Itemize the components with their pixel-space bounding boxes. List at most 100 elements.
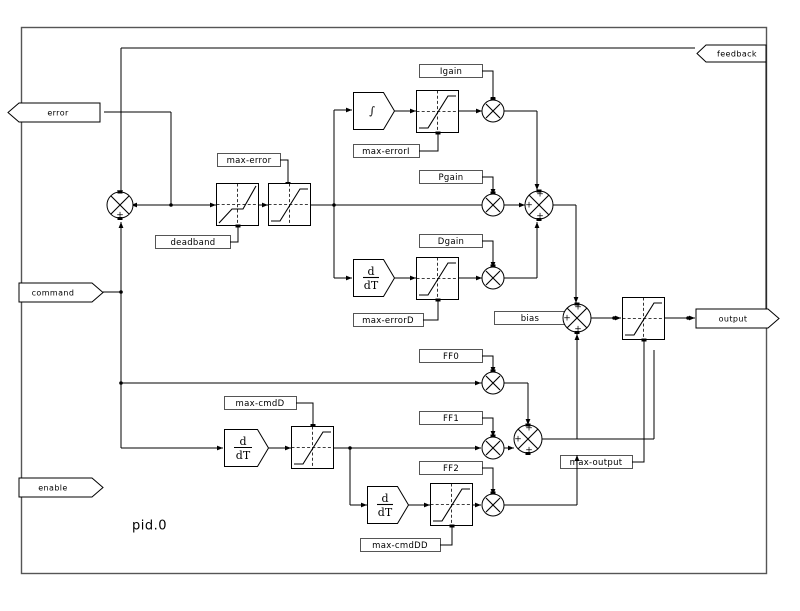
param-ff0-label: FF0 [443, 352, 459, 362]
wire-ff2 [482, 467, 496, 495]
param-dgain-label: Dgain [438, 237, 464, 247]
param-pgain[interactable]: Pgain [419, 170, 483, 184]
wire-sum-pid-out [553, 204, 579, 303]
sum-ff-plus-top: + [525, 424, 533, 434]
wire-mult-ff2-in-out [473, 455, 580, 508]
component-title: pid.0 [132, 519, 167, 534]
wire-ff0 [482, 355, 496, 373]
block-integrator: ∫ [353, 92, 396, 130]
param-max-error[interactable]: max-error [217, 153, 281, 167]
wire-pgain [482, 176, 496, 195]
multiplier-p [481, 191, 505, 217]
wire-max-output [632, 338, 647, 463]
wire-error [104, 111, 172, 208]
param-max-cmddd[interactable]: max-cmdDD [360, 538, 441, 552]
wire-max-cmdd [296, 402, 316, 427]
block-max-errorI-limiter [416, 90, 459, 133]
wire-max-errord [423, 298, 441, 321]
derivative-d-numerator: d [367, 265, 374, 278]
derivative-cmdd-denominator: dT [236, 449, 251, 462]
derivative-d-denominator: dT [364, 279, 379, 292]
wire-sum-out-to-limiter [591, 315, 621, 321]
param-max-error-label: max-error [227, 156, 272, 166]
param-max-errord[interactable]: max-errorD [353, 313, 424, 327]
block-max-error-limiter [268, 183, 311, 226]
param-max-cmddd-label: max-cmdDD [372, 541, 428, 551]
port-enable[interactable]: enable [18, 477, 104, 498]
port-enable-label: enable [38, 484, 68, 493]
multiplier-ff1 [481, 434, 505, 460]
param-max-output-label: max-output [570, 458, 623, 468]
sum-pid-plus-top: + [536, 190, 544, 200]
sum-ff-plus-left: + [514, 435, 522, 445]
derivative-cmddd-numerator: d [381, 492, 388, 505]
param-max-output[interactable]: max-output [560, 455, 633, 469]
wire-mult-d-out [459, 222, 540, 281]
sum-pid-plus-bottom: + [536, 212, 544, 222]
sum-junction-output: + + + [562, 302, 592, 335]
port-error-label: error [47, 109, 69, 118]
param-pgain-label: Pgain [439, 173, 464, 183]
wire-sum-ff-out [542, 334, 655, 440]
sum-pid-plus-left: + [525, 201, 533, 211]
wire-feedback-bus [707, 47, 767, 319]
port-output[interactable]: output [695, 308, 780, 329]
param-ff2[interactable]: FF2 [419, 461, 483, 475]
port-command[interactable]: command [18, 282, 104, 303]
sum-junction-ff: + + + [513, 423, 543, 456]
block-max-cmdd-limiter [291, 426, 334, 469]
sum-error-plus-sign: + [116, 211, 124, 221]
wire-mult-ff0-in-out [121, 380, 531, 425]
wire-dgain [482, 240, 496, 268]
integrator-symbol: ∫ [369, 105, 375, 118]
param-dgain[interactable]: Dgain [419, 234, 483, 248]
sum-ff-plus-bottom: + [525, 446, 533, 456]
block-derivative-cmdd: d dT [224, 429, 270, 467]
multiplier-ff2 [481, 491, 505, 517]
param-deadband[interactable]: deadband [155, 235, 231, 249]
param-max-errori[interactable]: max-errorI [353, 144, 420, 158]
param-igain-label: Igain [440, 67, 462, 77]
block-max-output-limiter [622, 297, 665, 340]
derivative-cmdd-numerator: d [239, 435, 246, 448]
port-feedback[interactable]: feedback [696, 44, 767, 63]
param-ff0[interactable]: FF0 [419, 349, 483, 363]
wire-deadband-param [230, 224, 241, 243]
multiplier-i [481, 97, 505, 123]
block-derivative-cmddd: d dT [367, 486, 410, 524]
wire-limiter-to-output [665, 315, 695, 321]
multiplier-ff0 [481, 369, 505, 395]
sum-output-plus-bottom: + [574, 325, 582, 335]
sum-junction-error: − + [106, 187, 134, 221]
param-ff1[interactable]: FF1 [419, 411, 483, 425]
port-output-label: output [719, 315, 748, 324]
param-bias[interactable]: bias [494, 311, 567, 325]
wire-max-error [280, 159, 291, 185]
wire-max-errori [419, 131, 441, 152]
sum-output-plus-left: + [563, 314, 571, 324]
block-max-errord-limiter [416, 257, 459, 300]
wire-limiter-to-mult-i [459, 108, 540, 190]
param-igain[interactable]: Igain [419, 64, 483, 78]
port-error[interactable]: error [7, 102, 101, 123]
wire-feedback-to-sum [118, 47, 695, 200]
param-deadband-label: deadband [170, 238, 215, 248]
derivative-cmddd-denominator: dT [378, 506, 393, 519]
wire-max-cmddd [440, 524, 455, 546]
wire-ff1 [482, 417, 496, 437]
param-max-errord-label: max-errorD [362, 316, 414, 326]
multiplier-d [481, 264, 505, 290]
sum-junction-pid: + + + [524, 189, 554, 222]
port-command-label: command [32, 289, 75, 298]
wire-error-bus [311, 107, 497, 281]
wire-sum-to-deadband [133, 112, 216, 208]
param-max-cmdd-label: max-cmdD [236, 399, 285, 409]
param-ff2-label: FF2 [443, 464, 459, 474]
block-max-cmddd-limiter [430, 483, 473, 526]
block-derivative-d: d dT [353, 259, 396, 297]
param-ff1-label: FF1 [443, 414, 459, 424]
param-max-errori-label: max-errorI [362, 147, 410, 157]
param-max-cmdd[interactable]: max-cmdD [224, 396, 297, 410]
